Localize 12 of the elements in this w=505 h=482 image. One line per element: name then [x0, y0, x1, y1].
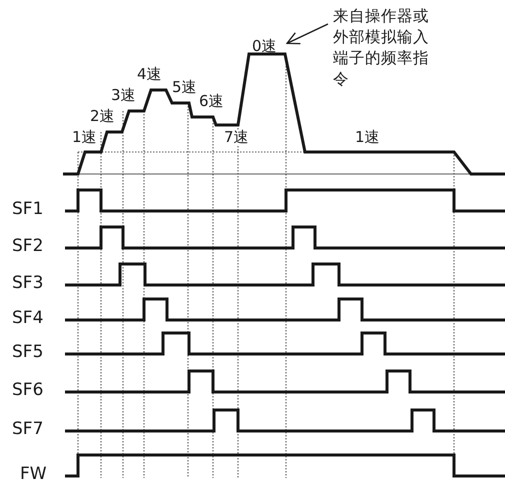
speed-label: 1速: [355, 130, 380, 145]
speed-label: 1速: [72, 130, 97, 145]
leader-arrow: [286, 23, 328, 44]
speed-label: 2速: [90, 109, 115, 124]
speed-label: 6速: [199, 94, 224, 109]
signal-name: FW: [20, 466, 47, 482]
speed-label: 4速: [137, 67, 162, 82]
annotation-text: 来自操作器或外部模拟输入端子的频率指令: [333, 6, 429, 90]
speed-label: 0速: [252, 36, 284, 57]
speed-label: 3速: [111, 88, 136, 103]
speed-label: 7速: [224, 130, 249, 145]
speed-label: 5速: [172, 80, 197, 95]
